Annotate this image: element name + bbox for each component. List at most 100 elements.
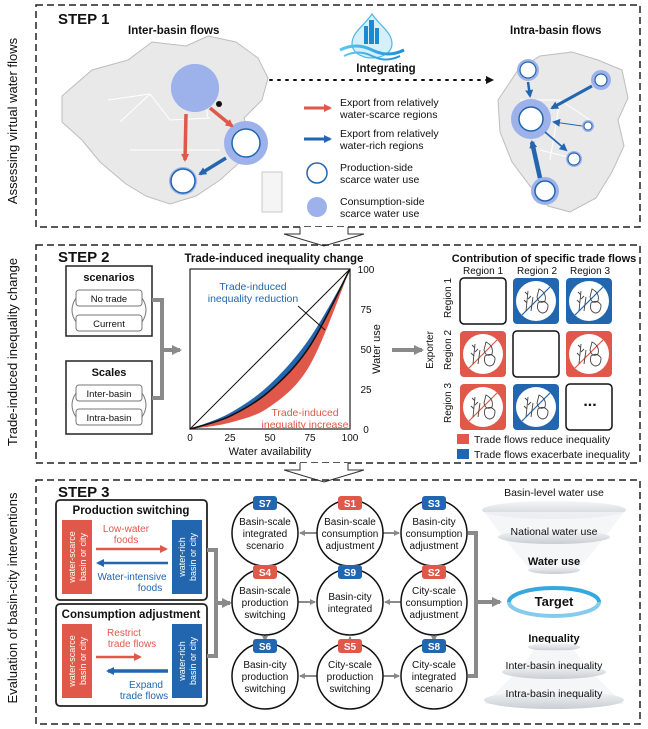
inter-basin-inequality: Inter-basin inequality [506, 660, 604, 672]
exporter-label-3: Region 3 [443, 383, 454, 423]
annotation-reduction-1: Trade-induced [219, 281, 286, 293]
scenario-tag: S8 [428, 642, 441, 653]
scenarios-title: scenarios [83, 272, 134, 284]
scenario-grid: S7Basin-scaleintegratedscenarioS1Basin-s… [231, 496, 468, 710]
target-label: Target [535, 594, 574, 609]
y-axis-label: Water use [371, 324, 383, 374]
scenario-label: switching [329, 684, 370, 695]
scenario-label: Basin-city [243, 660, 286, 671]
step1-panel: STEP 1 Inter-basin flows Intra-basin flo… [35, 4, 641, 228]
legend-prod-line1: Production-side [340, 162, 413, 174]
step1-to-step2-arrow [283, 227, 365, 247]
y-tick-label: 25 [360, 385, 372, 396]
step2-to-step3-arrow [283, 463, 365, 483]
water-drop-icon [339, 12, 405, 61]
scale-intra-basin-label: Intra-basin [87, 413, 132, 424]
water-intensive-line1: Water-intensive [97, 572, 167, 583]
x-axis-label: Water availability [229, 446, 312, 458]
intra-basin-label: Intra-basin flows [510, 25, 601, 37]
funnel-inequality-disc [528, 643, 580, 651]
scenario-tag: S4 [259, 568, 272, 579]
legend-red-line1: Export from relatively [340, 97, 439, 109]
side-label-step2: Trade-induced inequality change [5, 258, 20, 446]
chart-title: Trade-induced inequality change [185, 253, 364, 265]
scenario-current-label: Current [93, 319, 125, 330]
scenario-label: integrated [243, 529, 287, 540]
step1-title: STEP 1 [58, 11, 109, 28]
production-switching-title: Production switching [73, 505, 190, 517]
target-funnel: Basin-level water use National water use… [482, 487, 626, 709]
matrix-cell [460, 384, 506, 430]
scenario-tag: S5 [344, 642, 357, 653]
ca-scarce-region [62, 624, 92, 698]
basin-level-water-use: Basin-level water use [504, 487, 604, 499]
side-label-step1: Assessing virtual water flows [5, 37, 20, 204]
inter-basin-label: Inter-basin flows [128, 25, 219, 37]
intra-basin-inequality: Intra-basin inequality [506, 688, 604, 700]
scenario-tag: S2 [428, 568, 441, 579]
funnel-water-use-disc [528, 566, 580, 574]
legend-prod-line2: scarce water use [340, 174, 420, 186]
scenario-label: scenario [246, 541, 284, 552]
matrix-cell [460, 331, 506, 377]
consumption-adjustment-title: Consumption adjustment [62, 609, 201, 621]
water-intensive-line2: foods [138, 583, 162, 594]
scale-compare-bracket [71, 392, 77, 418]
funnel-bottom-disc [484, 691, 624, 709]
annotation-increase-2: inequality increase [262, 419, 349, 431]
expand-line1: Expand [129, 680, 163, 691]
matrix-cell [513, 278, 559, 324]
ca-rich-region [172, 624, 202, 698]
funnel-national-disc [498, 530, 610, 544]
grid-to-target-connector [468, 531, 500, 678]
ps-rich-line2: basin or city [188, 532, 198, 581]
crop-icon [470, 341, 496, 367]
y-tick-label: 0 [363, 425, 369, 436]
legend-production-circle [306, 162, 328, 184]
funnel-inter-disc [502, 665, 606, 679]
scenario-label: adjustment [326, 541, 375, 552]
low-water-line1: Low-water [103, 524, 150, 535]
scenario-tag: S7 [259, 499, 272, 510]
scenario-label: adjustment [410, 541, 459, 552]
ps-scarce-line2: basin or city [78, 532, 88, 581]
basin-map-right [497, 51, 629, 213]
ps-scarce-line1: water-scarce [67, 531, 77, 584]
scenario-label: consumption [322, 529, 379, 540]
matrix-cell [513, 384, 559, 430]
ca-scarce-line2: basin or city [78, 636, 88, 685]
contribution-title: Contribution of specific trade flows [452, 253, 637, 265]
exporter-axis-label: Exporter [425, 330, 436, 368]
scale-compare-bracket-right [141, 392, 147, 418]
legend-cons-line1: Consumption-side [340, 196, 425, 208]
scenario-label: Basin-city [412, 517, 455, 528]
side-labels: Assessing virtual water flows Trade-indu… [5, 37, 20, 703]
exporter-label-2: Region 2 [443, 330, 454, 370]
low-water-line2: foods [114, 535, 138, 546]
importer-label-3: Region 3 [570, 266, 610, 277]
legend-red-swatch [457, 434, 469, 444]
step2-title: STEP 2 [58, 249, 109, 266]
legend-exacerbate-text: Trade flows exacerbate inequality [474, 449, 631, 461]
inputs-to-chart-connector [152, 298, 180, 400]
x-tick-label: 0 [187, 433, 193, 444]
scales-title: Scales [92, 367, 127, 379]
scenario-label: City-scale [328, 660, 372, 671]
scenario-label: scenario [415, 684, 453, 695]
scenario-compare-bracket [71, 297, 77, 323]
integrating-label: Integrating [356, 63, 415, 75]
target-ring [507, 586, 601, 603]
scenario-tag: S3 [428, 499, 441, 510]
step1-legend: Export from relatively water-scarce regi… [304, 97, 439, 220]
scenario-label: City-scale [412, 586, 456, 597]
legend-blue-swatch [457, 449, 469, 459]
legend-blue-line2: water-rich regions [339, 140, 423, 152]
y-tick-label: 50 [360, 345, 372, 356]
restrict-line1: Restrict [107, 628, 141, 639]
